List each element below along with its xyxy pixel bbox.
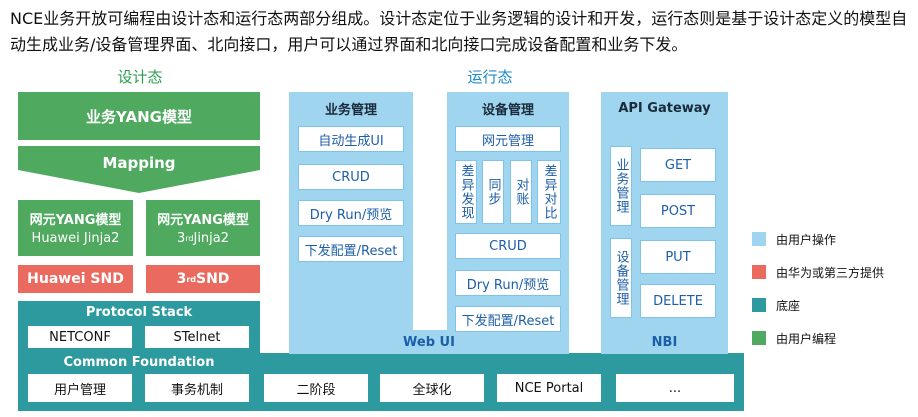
- common-foundation-label: Common Foundation: [63, 354, 215, 370]
- service-crud: CRUD: [298, 164, 404, 190]
- legend: 由用户操作 由华为或第三方提供 底座 由用户编程: [752, 230, 912, 350]
- legend-swatch-green: [752, 331, 766, 345]
- api-gateway-title: API Gateway: [618, 100, 711, 116]
- api-service-mgmt: 业务管理: [610, 146, 632, 226]
- foundation-two-phase: 二阶段: [264, 374, 368, 402]
- device-sync: 同步: [482, 160, 504, 224]
- legend-item-user-program: 由用户编程: [752, 329, 912, 347]
- service-deploy-reset: 下发配置/Reset: [298, 236, 404, 262]
- service-mgmt-title: 业务管理: [324, 102, 377, 118]
- api-delete: DELETE: [640, 284, 716, 318]
- legend-swatch-teal: [752, 298, 766, 312]
- legend-item-vendor: 由华为或第三方提供: [752, 263, 912, 281]
- legend-item-user-operate: 由用户操作: [752, 230, 912, 248]
- device-crud: CRUD: [455, 233, 561, 259]
- device-deploy-reset: 下发配置/Reset: [455, 306, 561, 332]
- foundation-globalization: 全球化: [380, 374, 484, 402]
- device-reconcile: 对账: [510, 160, 532, 224]
- mapping-arrow-shape: [18, 146, 260, 193]
- legend-item-base: 底座: [752, 296, 912, 314]
- webui-label: Web UI: [403, 334, 455, 350]
- design-title: 设计态: [117, 67, 163, 86]
- device-ne-mgmt: 网元管理: [455, 126, 561, 152]
- ne-yang-model-huawei-sub: Huawei Jinja2: [31, 231, 120, 246]
- device-diff-discovery: 差异发现: [455, 160, 477, 224]
- device-mgmt-title: 设备管理: [481, 102, 534, 118]
- protocol-stelnet: STelnet: [145, 326, 249, 348]
- ne-yang-model-3rd-title: 网元YANG模型: [157, 212, 249, 228]
- service-yang-model: 业务YANG模型: [18, 92, 260, 140]
- intro-text: NCE业务开放可编程由设计态和运行态两部分组成。设计态定位于业务逻辑的设计和开发…: [10, 9, 908, 54]
- service-dry-run: Dry Run/预览: [298, 200, 404, 226]
- protocol-stack-label: Protocol Stack: [85, 304, 193, 320]
- legend-swatch-blue: [752, 232, 766, 246]
- api-device-mgmt: 设备管理: [610, 238, 632, 318]
- api-put: PUT: [640, 240, 716, 274]
- nbi-label: NBI: [651, 334, 678, 350]
- foundation-more: ...: [616, 374, 734, 402]
- api-post: POST: [640, 194, 716, 228]
- api-get: GET: [640, 148, 716, 182]
- ne-yang-model-huawei-title: 网元YANG模型: [29, 212, 122, 228]
- protocol-netconf: NETCONF: [28, 326, 132, 348]
- foundation-nce-portal: NCE Portal: [497, 374, 601, 402]
- runtime-title: 运行态: [467, 67, 513, 86]
- legend-swatch-red: [752, 265, 766, 279]
- foundation-transaction: 事务机制: [145, 374, 249, 402]
- service-auto-ui: 自动生成UI: [298, 126, 404, 152]
- foundation-user-mgmt: 用户管理: [28, 374, 132, 402]
- ne-yang-model-huawei: 网元YANG模型 Huawei Jinja2: [18, 200, 133, 256]
- device-diff-compare: 差异对比: [537, 160, 561, 224]
- webui-footer: [289, 330, 569, 354]
- huawei-snd: Huawei SND: [18, 265, 133, 293]
- mapping-label: Mapping: [102, 154, 176, 172]
- device-dry-run: Dry Run/预览: [455, 270, 561, 296]
